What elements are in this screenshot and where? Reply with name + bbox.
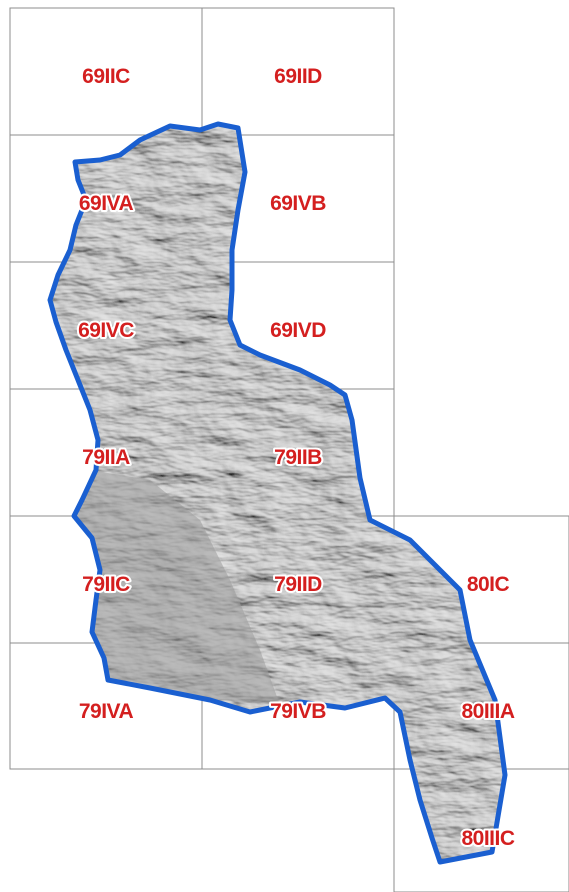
sheet-label-80iiic: 80IIIC <box>461 827 514 850</box>
sheet-labels: 69IIC 69IID 69IVA 69IVB 69IVC 69IVD 79IIA 79IIB… <box>76 63 517 852</box>
sheet-label-80iiia: 80IIIA <box>461 700 514 723</box>
sheet-label-79iid: 79IID <box>274 573 322 596</box>
sheet-label-69ivb: 69IVB <box>270 192 326 215</box>
sheet-label-69iic: 69IIC <box>82 65 130 88</box>
sheet-label-69iid: 69IID <box>274 65 322 88</box>
sheet-label-79iia: 79IIA <box>82 446 130 469</box>
sheet-label-79iic: 79IIC <box>82 573 130 596</box>
region-boundary <box>47 121 508 865</box>
sheet-label-69ivc: 69IVC <box>78 319 134 342</box>
sheet-label-79iib: 79IIB <box>274 446 322 469</box>
plain-area <box>60 470 280 705</box>
sheet-label-79iva: 79IVA <box>79 700 134 723</box>
sheet-label-69ivd: 69IVD <box>270 319 326 342</box>
sheet-label-80ic: 80IC <box>467 573 510 596</box>
sheet-label-79ivb: 79IVB <box>270 700 326 723</box>
sheet-label-69iva: 69IVA <box>79 192 134 215</box>
